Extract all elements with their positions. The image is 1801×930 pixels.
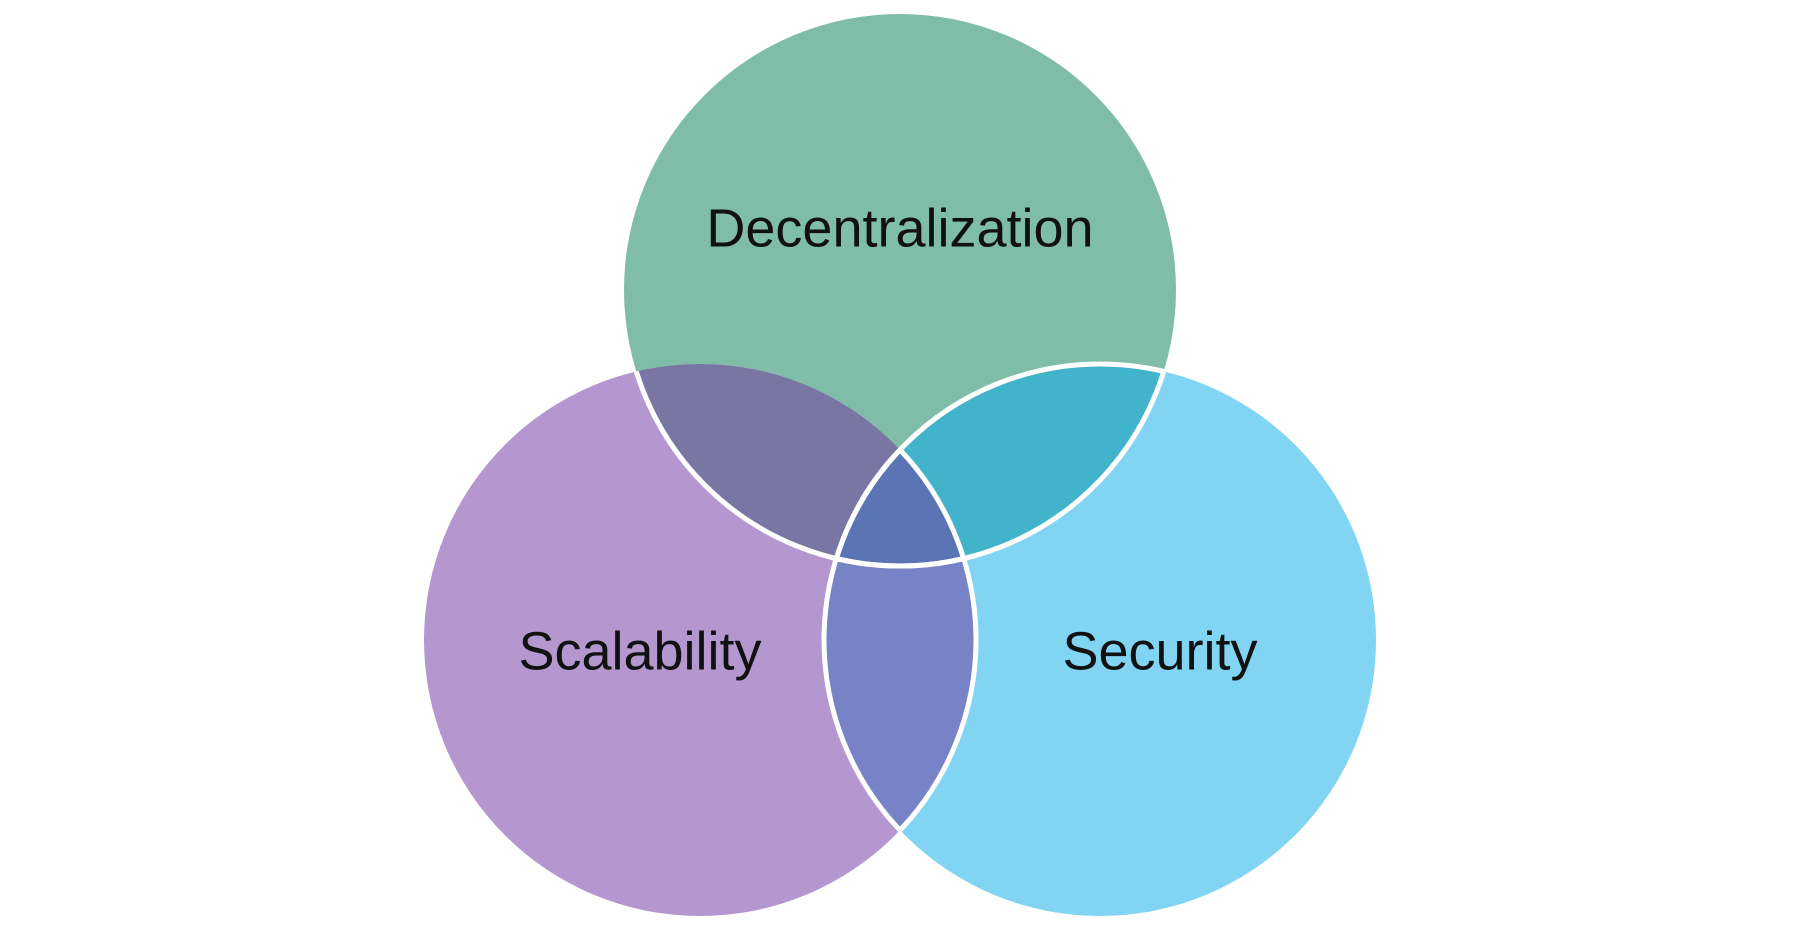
label-security: Security <box>1062 621 1257 681</box>
overlap-decentralization-security <box>824 364 1176 566</box>
overlap-decentralization-scalability <box>624 364 976 566</box>
outline-left <box>824 364 979 916</box>
outline-right-left <box>821 364 976 916</box>
label-scalability: Scalability <box>518 621 761 681</box>
circle-outlines <box>621 361 1179 916</box>
outline-right-top <box>821 361 1176 566</box>
outline-top-right <box>824 364 1179 569</box>
label-decentralization: Decentralization <box>706 198 1093 258</box>
